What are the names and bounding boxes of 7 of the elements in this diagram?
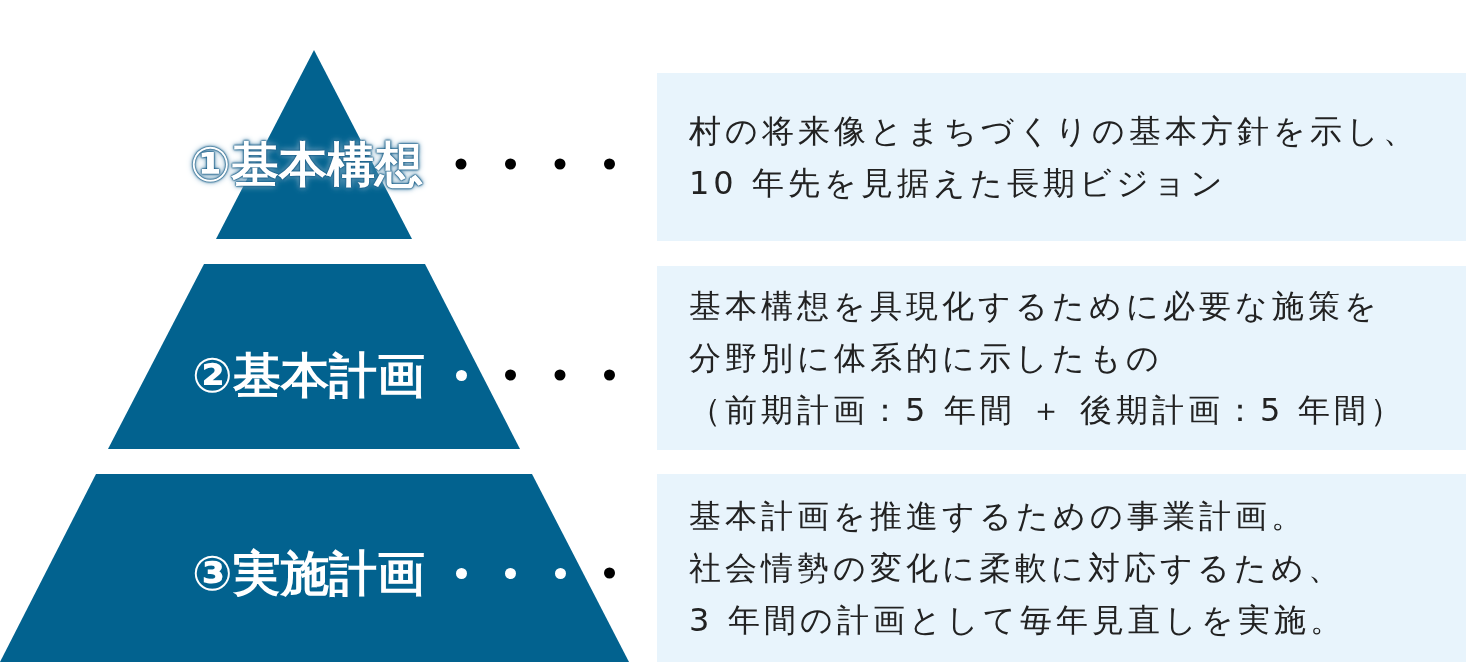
pyramid-tier (0, 474, 629, 662)
tier-label: ②基本計画 (192, 349, 425, 401)
pyramid-tier (108, 264, 520, 449)
tier-label: ③実施計画 (192, 547, 425, 599)
description-text: 村の将来像とまちづくりの基本方針を示し、10 年先を見据えた長期ビジョン (689, 111, 1419, 204)
description-text: 基本構想を具現化するために必要な施策を分野別に体系的に示したもの（前期計画：5 年間 ＋ 後期計画：5 年間） (689, 286, 1407, 431)
description-text: 基本計画を推進するための事業計画。社会情勢の変化に柔軟に対応するため、3 年間の計画として毎年見直しを実施。 (689, 496, 1346, 641)
